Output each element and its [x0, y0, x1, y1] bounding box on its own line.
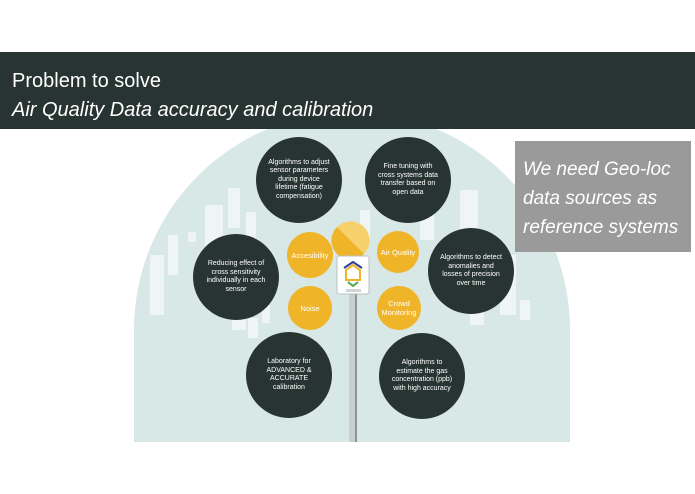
- bubble-noise: Noise: [288, 286, 332, 330]
- bubble-air-quality: Air Quality: [377, 231, 419, 273]
- street-lamp-icon: [337, 221, 370, 254]
- bubble-gas-concentration: Algorithms to estimate the gas concentra…: [379, 333, 465, 419]
- bubble-laboratory-calibration: Laboratory for ADVANCED & ACCURATE calib…: [246, 332, 332, 418]
- callout-line-3: reference systems: [523, 217, 679, 238]
- bubble-accesibility: Accesibility: [287, 232, 333, 278]
- bubble-anomaly-detection: Algorithms to detect anomalies and losse…: [428, 228, 514, 314]
- bubble-cross-systems: Fine tuning with cross systems data tran…: [365, 137, 451, 223]
- bubble-fatigue-compensation: Algorithms to adjust sensor parameters d…: [256, 137, 342, 223]
- geo-loc-callout: We need Geo-loc data sources as referenc…: [515, 141, 691, 252]
- bubble-cross-sensitivity: Reducing effect of cross sensitivity ind…: [193, 234, 279, 320]
- lamp-pole: [349, 250, 356, 442]
- page-title: Problem to solve: [12, 70, 161, 92]
- bubble-crowd-monitoring: Crowd Monitoring: [377, 286, 421, 330]
- callout-line-1: We need Geo-loc: [523, 159, 671, 180]
- page-subtitle: Air Quality Data accuracy and calibratio…: [12, 99, 374, 121]
- sensor-device-icon: [336, 255, 370, 295]
- callout-line-2: data sources as: [523, 188, 658, 209]
- header-band: [0, 52, 695, 129]
